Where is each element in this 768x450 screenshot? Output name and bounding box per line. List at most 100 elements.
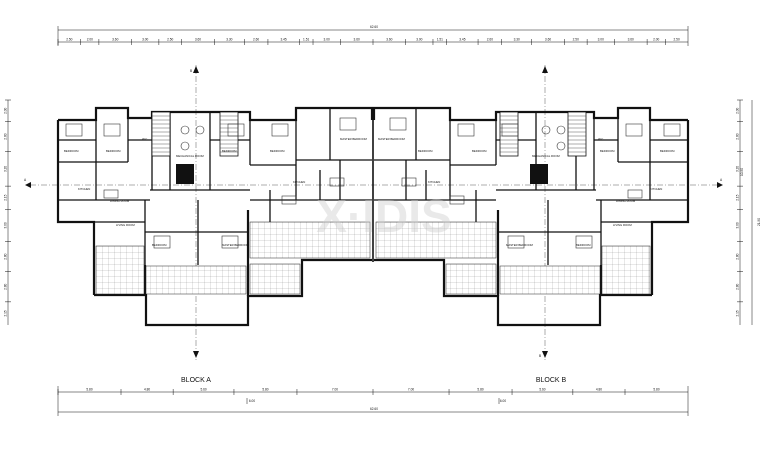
- block-a-title: BLOCK A: [181, 377, 211, 384]
- terrace-a-left: [95, 245, 145, 295]
- top-dimension-label: 3.00: [324, 38, 330, 42]
- left-dimension-chain: 2.002.803.202.153.002.802.802.15: [4, 99, 11, 325]
- bottom-dimension-label: 5.60: [539, 388, 545, 392]
- section-mark-a-right: A: [720, 178, 723, 182]
- equipment-circle: [180, 141, 190, 151]
- equipment-circle: [556, 125, 566, 135]
- room-label: BEDROOM: [222, 149, 237, 153]
- terrace-b-entry: [445, 263, 497, 295]
- right-dimension-label: 3.20: [736, 166, 740, 172]
- section-mark-a-left: A: [24, 178, 27, 182]
- block-b-title: BLOCK B: [536, 377, 567, 384]
- terrace-a-mid: [145, 265, 247, 295]
- right-dimension-label: 2.00: [736, 107, 740, 113]
- top-dimension-label: 2.50: [674, 38, 680, 42]
- room-label: KITCHEN: [293, 180, 305, 184]
- overall-top-dimension: 62.60: [370, 25, 378, 29]
- room-label: BEDROOM: [152, 243, 167, 247]
- right-dimension-label: 2.80: [736, 253, 740, 259]
- room-label: BEDROOM: [270, 149, 285, 153]
- bottom-dimension-label: 5.80: [477, 388, 483, 392]
- table: [401, 177, 417, 187]
- right-total-dimension: 21.90: [757, 218, 761, 226]
- room-label: KITCHEN: [78, 187, 90, 191]
- top-dimension-label: 3.60: [545, 38, 551, 42]
- top-dimension-label: 2.60: [487, 38, 493, 42]
- right-dimension-label: 2.80: [736, 133, 740, 139]
- section-line-b: B B: [190, 65, 548, 360]
- right-inner-dimension: 10.90: [740, 168, 744, 176]
- stair-core: [567, 111, 587, 157]
- stair-core: [151, 111, 171, 157]
- terrace-a-entry: [249, 263, 301, 295]
- top-dimension-label: 3.30: [226, 38, 232, 42]
- table: [449, 195, 465, 205]
- terrace-b-right: [601, 245, 651, 295]
- top-dimension-label: 2.00: [653, 38, 659, 42]
- top-dimension-label: 3.60: [112, 38, 118, 42]
- elevator-shaft: [176, 164, 194, 184]
- left-dimension-label: 2.80: [4, 253, 8, 259]
- room-label: BEDROOM: [600, 149, 615, 153]
- right-dimension-label: 3.00: [736, 222, 740, 228]
- top-dimension-label: 2.50: [573, 38, 579, 42]
- room-label: MASTER BEDROOM: [340, 137, 368, 141]
- stair-core: [499, 111, 519, 157]
- top-dimension-label: 2.00: [87, 38, 93, 42]
- right-dimension-label: 2.15: [736, 310, 740, 316]
- equipment-circle: [541, 125, 551, 135]
- top-dimension-label: 1.51: [303, 38, 309, 42]
- top-dimension-label: 3.60: [195, 38, 201, 42]
- bottom-dimension-label: 4.80: [596, 388, 602, 392]
- room-label: MECHANICAL ROOM: [532, 154, 560, 158]
- top-dimension-label: 3.60: [628, 38, 634, 42]
- right-dimension-label: 2.15: [736, 194, 740, 200]
- room-label: DINING ROOM: [110, 199, 130, 203]
- table: [103, 189, 119, 199]
- bed: [153, 235, 171, 249]
- left-dimension-label: 2.00: [4, 107, 8, 113]
- section-line-a: A A: [24, 178, 723, 188]
- top-dimension-label: 3.45: [459, 38, 465, 42]
- elevator-shaft: [530, 164, 548, 184]
- right-dimension-chain: 2.00 2.80 3.20 2.15 3.00 2.80 2.80 2.15 10.90 2…: [736, 99, 761, 325]
- room-labels: BEDROOM BEDROOM MECHANICAL ROOM BEDROOM …: [64, 137, 675, 247]
- top-dimension-label: 2.60: [253, 38, 259, 42]
- bottom-dimension-label: 5.60: [200, 388, 206, 392]
- top-dimension-label: 2.50: [66, 38, 72, 42]
- top-dimension-label: 3.45: [281, 38, 287, 42]
- equipment-circle: [195, 125, 205, 135]
- bed: [389, 117, 407, 131]
- bed: [457, 123, 475, 137]
- bed: [663, 123, 681, 137]
- bed: [227, 123, 245, 137]
- top-dimension-label: 3.00: [142, 38, 148, 42]
- room-label: BEDROOM: [418, 149, 433, 153]
- interior-walls: [58, 108, 688, 265]
- bed: [221, 235, 239, 249]
- left-dimension-label: 3.20: [4, 166, 8, 172]
- overall-bottom-dimension: 62.60: [370, 407, 378, 411]
- terrace-b-center: [375, 221, 497, 259]
- room-label: BEDROOM: [472, 149, 487, 153]
- room-label: LIVING ROOM: [116, 223, 135, 227]
- bed: [501, 123, 519, 137]
- equipment-circle: [180, 125, 190, 135]
- top-dimension-label: 3.00: [598, 38, 604, 42]
- section-mark-b-bottom: B: [539, 354, 541, 358]
- right-dimension-label: 2.80: [736, 283, 740, 289]
- top-dimension-label: 3.60: [386, 38, 392, 42]
- table: [329, 177, 345, 187]
- top-dimension-label: 3.30: [514, 38, 520, 42]
- bed: [65, 123, 83, 137]
- bottom-dimension-label: 5.80: [86, 388, 92, 392]
- room-label: BEDROOM: [660, 149, 675, 153]
- equipment-circle: [556, 141, 566, 151]
- room-label: BEDROOM: [106, 149, 121, 153]
- bed: [507, 235, 525, 249]
- room-label: MECHANICAL ROOM: [176, 154, 204, 158]
- section-mark-b-top: B: [190, 69, 192, 73]
- top-dimension-label: 2.50: [167, 38, 173, 42]
- room-label: W.C: [598, 137, 603, 141]
- room-label: BEDROOM: [576, 243, 591, 247]
